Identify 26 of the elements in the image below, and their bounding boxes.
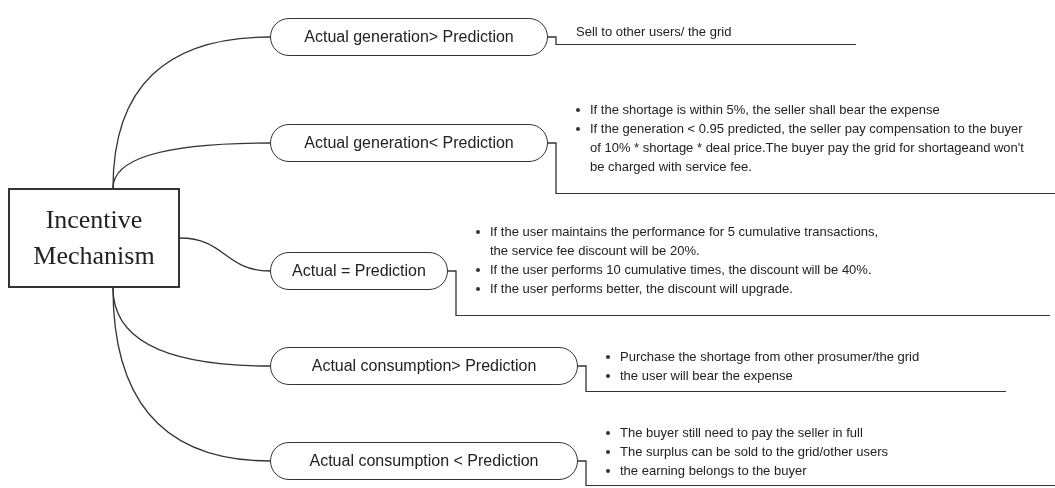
connector-line (447, 270, 457, 317)
connector-line (112, 36, 271, 189)
connector-line (179, 237, 271, 272)
topic-box: Incentive Mechanism (8, 188, 180, 288)
bullet-text: the earning belongs to the buyer (620, 462, 807, 480)
connector-line (112, 142, 271, 189)
connector-line (577, 460, 587, 487)
branch-pill: Actual consumption> Prediction (270, 347, 578, 385)
branch-pill: Actual generation< Prediction (270, 124, 548, 162)
connector-line (547, 142, 557, 195)
bullet-text: The buyer still need to pay the seller in full (620, 424, 863, 442)
connector-line (112, 287, 271, 462)
branch-pill: Actual consumption < Prediction (270, 442, 578, 480)
connector-line (577, 365, 587, 393)
bullet-text: If the user maintains the performance for 5 cumulative transactions, the service fee discount will be 20%. (490, 223, 880, 260)
connector-line (547, 36, 557, 46)
branch-pill: Actual generation> Prediction (270, 18, 548, 56)
note-text: Sell to other users/ the grid (575, 23, 733, 41)
bullet-text: Purchase the shortage from other prosumer/the grid (620, 348, 920, 366)
bullet-text: If the user performs better, the discount will upgrade. (490, 280, 793, 298)
bullet-text: If the shortage is within 5%, the seller shall bear the expense (590, 101, 940, 119)
bullet-text: the user will bear the expense (620, 367, 793, 385)
bullet-text: The surplus can be sold to the grid/other users (620, 443, 889, 461)
bullet-text: If the user performs 10 cumulative times, the discount will be 40%. (490, 261, 872, 279)
bullet-text: If the generation < 0.95 predicted, the seller pay compensation to the buyer of 10% * shortage * deal price.The buyer pay the grid for shortageand won't be charged with service fee. (590, 120, 1025, 176)
branch-pill: Actual = Prediction (270, 252, 448, 290)
